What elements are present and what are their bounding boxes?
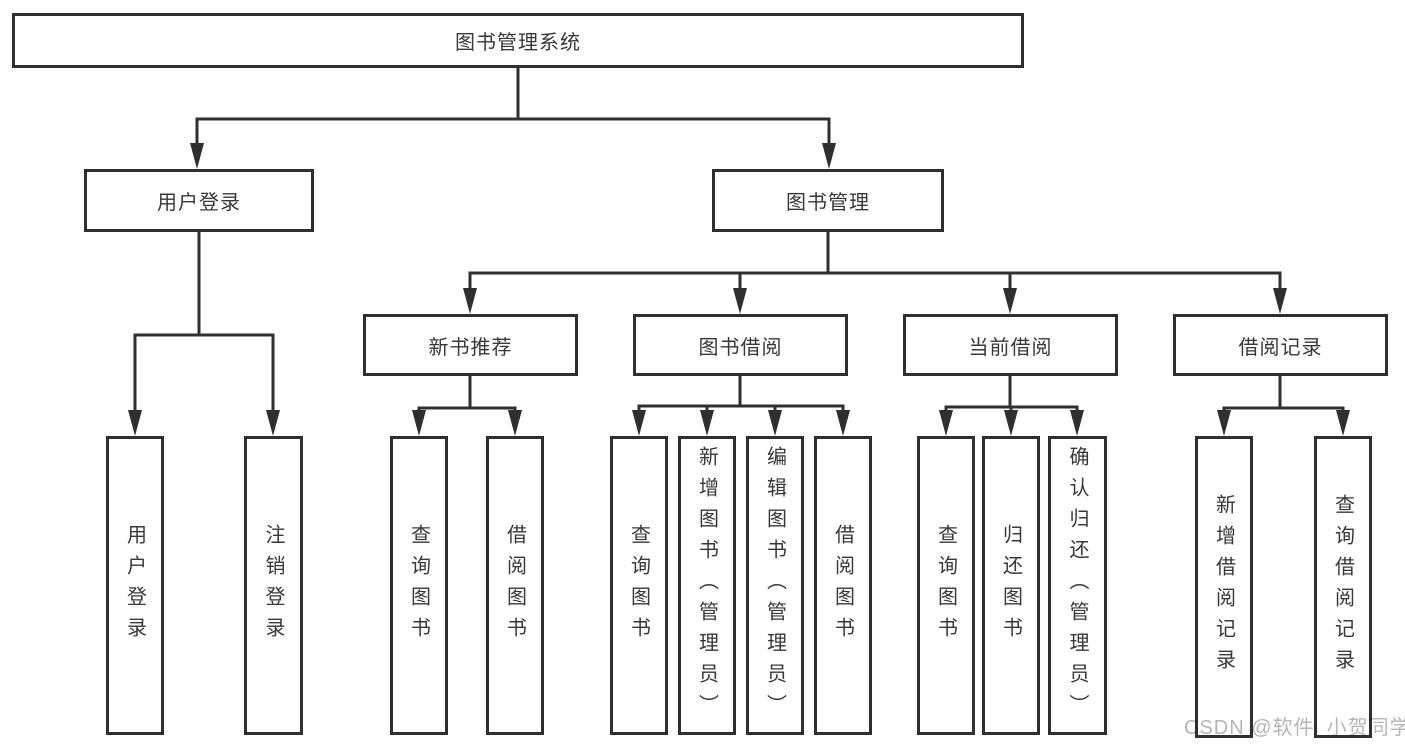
leaf-label: 用户登录 xyxy=(123,523,146,648)
node-label: 图书管理 xyxy=(786,192,870,214)
node-label: 新书推荐 xyxy=(428,336,513,359)
leaf-label: 查询图书 xyxy=(934,523,957,648)
leaf-query-borrow-record: 查询借阅记录 xyxy=(1314,436,1372,738)
leaf-label: 查询图书 xyxy=(407,523,430,648)
node-book-borrowing: 图书借阅 xyxy=(633,314,848,376)
leaf-label: 注销登录 xyxy=(262,523,284,648)
leaf-label: 借阅图书 xyxy=(831,523,854,648)
leaf-edit-book-admin: 编辑图书（管理员） xyxy=(746,436,804,735)
leaf-query-books-recommend: 查询图书 xyxy=(390,436,448,735)
node-new-book-recommendation: 新书推荐 xyxy=(363,314,578,376)
node-label: 借阅记录 xyxy=(1238,336,1323,359)
node-label: 当前借阅 xyxy=(968,336,1053,359)
leaf-return-books: 归还图书 xyxy=(982,436,1040,735)
leaf-label: 编辑图书（管理员） xyxy=(763,446,786,725)
node-library-system: 图书管理系统 xyxy=(12,13,1024,68)
leaf-label: 查询图书 xyxy=(627,523,650,648)
leaf-label: 归还图书 xyxy=(999,523,1022,648)
leaf-query-books-current: 查询图书 xyxy=(917,436,975,735)
leaf-label: 确认归还（管理员） xyxy=(1066,446,1088,725)
node-book-management: 图书管理 xyxy=(712,169,944,232)
leaf-label: 查询借阅记录 xyxy=(1331,494,1354,680)
node-current-borrowing: 当前借阅 xyxy=(903,314,1118,376)
leaf-borrow-books-borrowing: 借阅图书 xyxy=(814,436,872,735)
leaf-add-borrow-record: 新增借阅记录 xyxy=(1195,436,1253,738)
node-label: 图书借阅 xyxy=(698,336,783,359)
node-user-login: 用户登录 xyxy=(84,169,314,232)
leaf-label: 新增图书（管理员） xyxy=(695,446,718,725)
node-label: 图书管理系统 xyxy=(455,32,581,54)
leaf-query-books-borrowing: 查询图书 xyxy=(610,436,668,735)
leaf-logout: 注销登录 xyxy=(244,436,303,735)
node-label: 用户登录 xyxy=(157,192,241,214)
leaf-label: 借阅图书 xyxy=(503,523,526,648)
leaf-add-book-admin: 新增图书（管理员） xyxy=(678,436,736,735)
leaf-confirm-return-admin: 确认归还（管理员） xyxy=(1048,436,1107,735)
leaf-borrow-books-recommend: 借阅图书 xyxy=(486,436,544,735)
leaf-user-login: 用户登录 xyxy=(106,436,164,735)
leaf-label: 新增借阅记录 xyxy=(1212,494,1235,680)
csdn-watermark: CSDN @软件_小贺同学 xyxy=(1184,717,1405,739)
node-borrowing-records: 借阅记录 xyxy=(1173,314,1388,376)
